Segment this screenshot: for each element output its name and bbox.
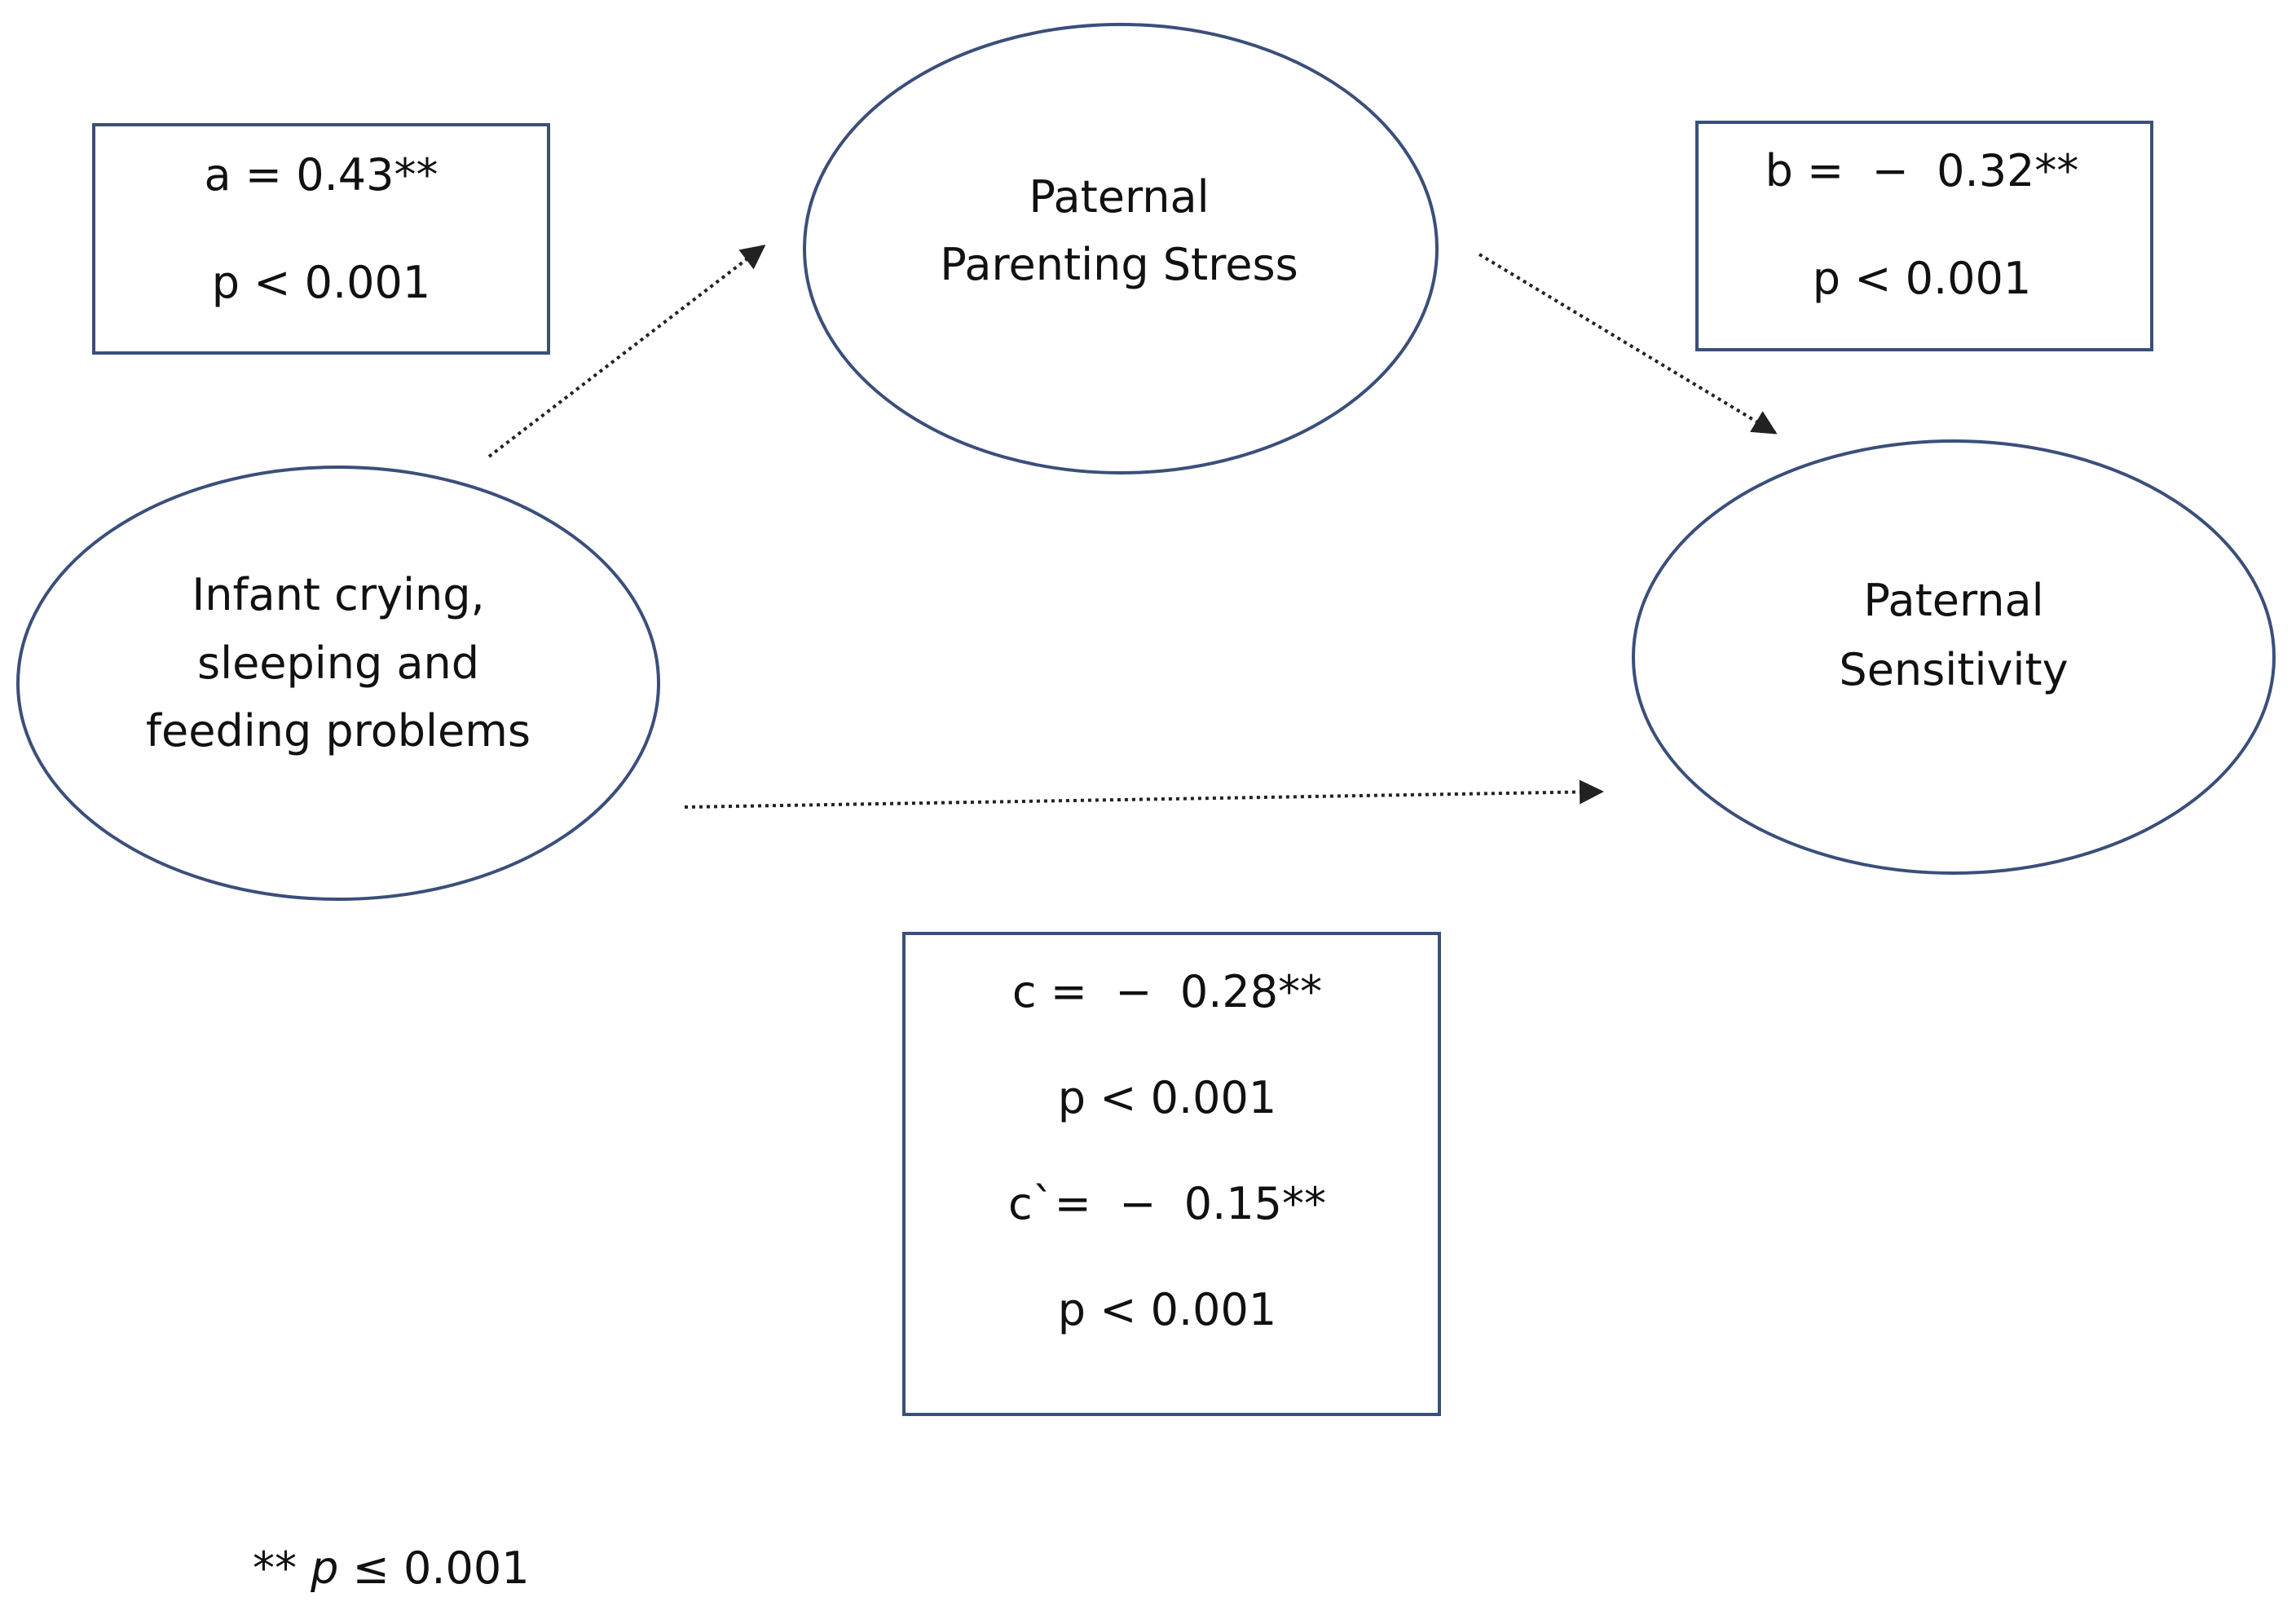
arrow-c-infant-to-sensitivity [684, 779, 1604, 809]
path-b-coefficient: b = − 0.32** [1765, 145, 2079, 196]
node-infant-label-line3: feeding problems [146, 705, 531, 757]
note-stars: ** [253, 1542, 311, 1594]
path-a-coefficient: a = 0.43** [205, 149, 438, 201]
node-infant-label-line2: sleeping and [197, 638, 479, 689]
path-a-p-value: p < 0.001 [212, 257, 430, 308]
path-c-box-border [902, 932, 1441, 1416]
path-c-direct-coefficient: c`= − 0.15** [1008, 1178, 1326, 1229]
path-b-box: b = − 0.32** p < 0.001 [1695, 121, 2153, 351]
path-b-p-value: p < 0.001 [1813, 253, 2031, 304]
arrow-b-stress-to-sensitivity [1478, 253, 1778, 435]
node-infant-problems: Infant crying, sleeping and feeding prob… [16, 466, 660, 901]
arrow-a-infant-to-stress [487, 245, 766, 458]
significance-note: ** p ≤ 0.001 [253, 1542, 530, 1594]
node-sensitivity-ellipse [1632, 439, 2276, 875]
node-infant-ellipse [16, 466, 660, 901]
path-c-direct-p-value: p < 0.001 [1058, 1284, 1276, 1335]
path-b-box-border [1695, 121, 2153, 351]
node-stress-ellipse [803, 23, 1439, 474]
note-threshold: ≤ 0.001 [338, 1542, 529, 1594]
node-stress-label-line1: Paternal [1029, 171, 1209, 223]
node-stress-label-line2: Parenting Stress [940, 239, 1298, 290]
path-c-total-coefficient: c = − 0.28** [1012, 966, 1322, 1017]
node-paternal-parenting-stress: Paternal Parenting Stress [803, 23, 1439, 474]
note-p-symbol: p [310, 1542, 338, 1594]
path-a-box-border [92, 123, 550, 355]
path-a-box: a = 0.43** p < 0.001 [92, 123, 550, 355]
node-sensitivity-label-line1: Paternal [1863, 575, 2043, 626]
node-sensitivity-label-line2: Sensitivity [1839, 644, 2068, 695]
node-infant-label-line1: Infant crying, [192, 569, 484, 620]
path-c-box: c = − 0.28** p < 0.001 c`= − 0.15** p < … [902, 932, 1441, 1416]
node-paternal-sensitivity: Paternal Sensitivity [1632, 439, 2276, 875]
path-c-total-p-value: p < 0.001 [1058, 1072, 1276, 1123]
